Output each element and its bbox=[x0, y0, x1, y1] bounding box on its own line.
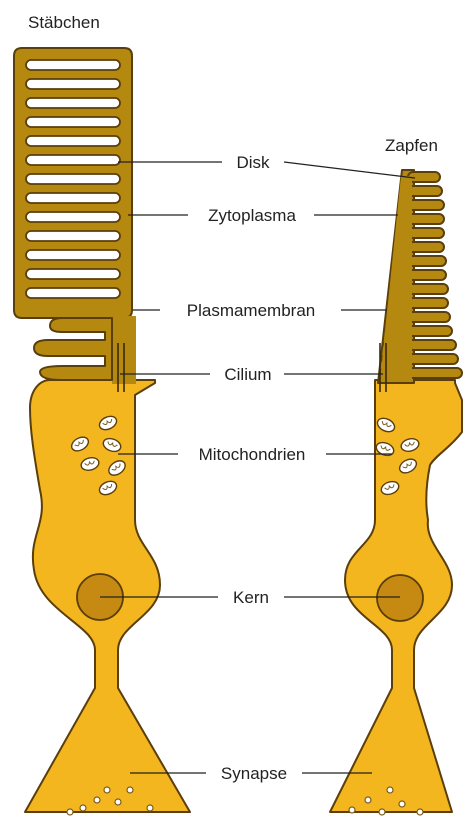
nucleus-label: Kern bbox=[233, 588, 269, 607]
rod-basal-fold bbox=[34, 318, 112, 380]
cytoplasm-label: Zytoplasma bbox=[208, 206, 296, 225]
disk-label: Disk bbox=[236, 153, 270, 172]
cilium-label: Cilium bbox=[224, 365, 271, 384]
cone-title: Zapfen bbox=[385, 136, 438, 155]
plasma-membrane-label: Plasmamembran bbox=[187, 301, 316, 320]
rod-title: Stäbchen bbox=[28, 13, 100, 32]
mitochondria-label: Mitochondrien bbox=[199, 445, 306, 464]
cone-cell bbox=[330, 170, 462, 815]
cone-nucleus bbox=[377, 575, 423, 621]
rod-cell bbox=[14, 48, 190, 815]
synapse-label: Synapse bbox=[221, 764, 287, 783]
leader-lines bbox=[100, 162, 415, 773]
